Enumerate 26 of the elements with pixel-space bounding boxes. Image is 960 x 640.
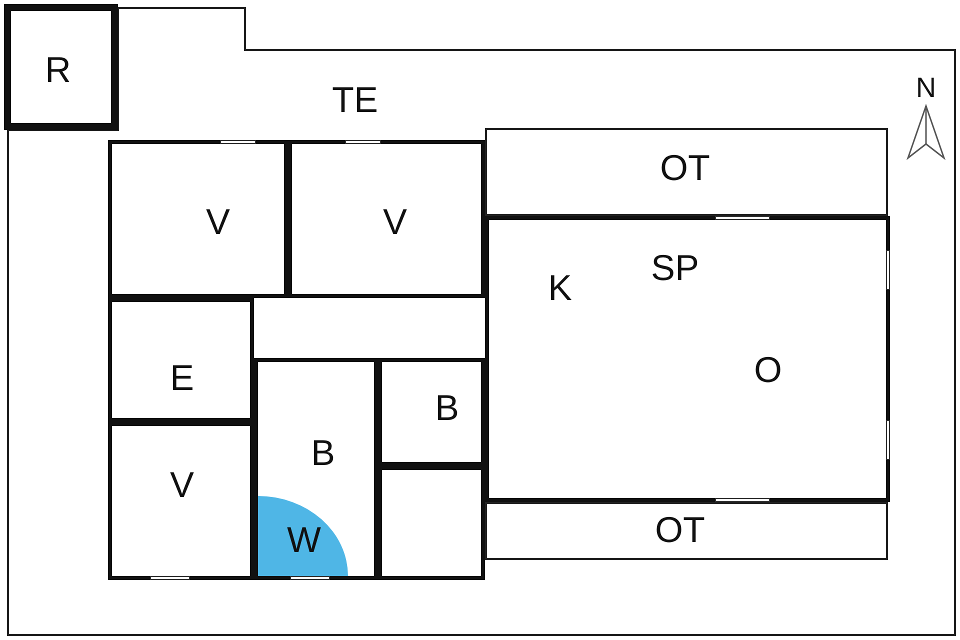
- room-label: R: [45, 52, 71, 88]
- room-label: SP: [650, 250, 700, 286]
- room: [288, 140, 485, 298]
- room-label: B: [435, 390, 459, 426]
- room: [108, 140, 288, 298]
- room-label: K: [548, 270, 572, 306]
- room: [378, 466, 485, 580]
- room-label: W: [287, 522, 321, 558]
- room: [108, 298, 254, 422]
- room-label: V: [383, 204, 407, 240]
- room-label: TE: [332, 82, 378, 118]
- room-label: E: [170, 360, 194, 396]
- room: [378, 358, 485, 466]
- room-label: V: [170, 467, 194, 503]
- room-label: B: [311, 435, 335, 471]
- compass-label: N: [916, 74, 936, 102]
- terrace-area: [485, 128, 888, 216]
- room: [4, 4, 118, 130]
- room-label: OT: [655, 512, 705, 548]
- room-label: O: [754, 352, 782, 388]
- terrace-area: [485, 502, 888, 560]
- room-label: OT: [660, 150, 710, 186]
- room: [254, 358, 378, 580]
- room: [485, 216, 890, 502]
- room-label: V: [206, 204, 230, 240]
- room: [108, 422, 254, 580]
